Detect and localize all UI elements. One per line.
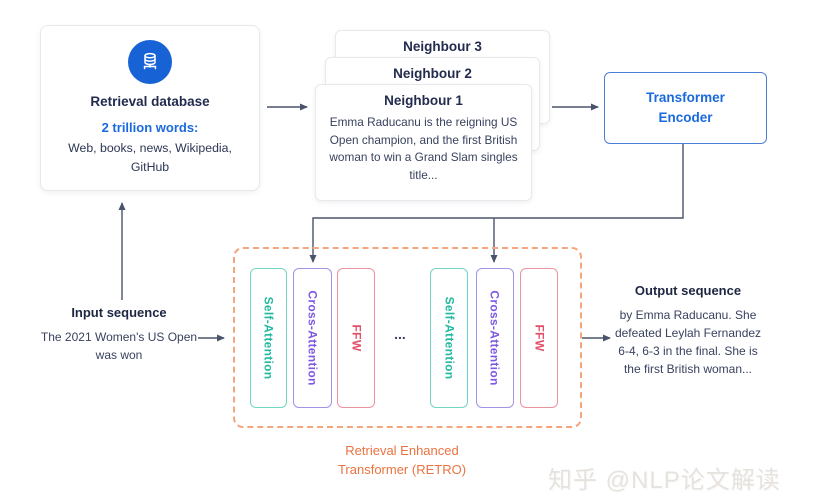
neighbour-1-text: Emma Raducanu is the reigning US Open ch… — [329, 115, 518, 183]
retro-caption: Retrieval Enhanced Transformer (RETRO) — [337, 443, 467, 477]
database-sources: Web, books, news, Wikipedia, GitHub — [68, 141, 232, 175]
output-sequence-title: Output sequence — [634, 283, 742, 298]
database-word-count: 2 trillion words: — [101, 120, 199, 135]
cross-attention-block-1: Cross-Attention — [293, 268, 332, 408]
retro-dashed-box — [233, 247, 582, 428]
input-sequence-title: Input sequence — [71, 305, 167, 320]
output-sequence-text: by Emma Raducanu. She defeated Leylah Fe… — [614, 308, 762, 376]
input-sequence-text: The 2021 Women's US Open was won — [40, 330, 198, 362]
cross-attention-label-2: Cross-Attention — [488, 290, 503, 386]
neighbour-2-title: Neighbour 2 — [393, 66, 472, 81]
transformer-encoder-box: Transformer Encoder — [604, 72, 767, 144]
retrieval-database-title: Retrieval database — [90, 94, 210, 109]
layers-ellipsis: ... — [394, 326, 406, 342]
self-attention-block-2: Self-Attention — [430, 268, 468, 408]
zhihu-watermark: 知乎 @NLP论文解读 — [548, 467, 781, 494]
neighbour-1-card: Neighbour 1 Emma Raducanu is the reignin… — [315, 84, 532, 201]
ffw-block-2: FFW — [520, 268, 558, 408]
neighbour-1-title: Neighbour 1 — [384, 93, 463, 108]
ffw-label-1: FFW — [348, 324, 363, 352]
self-attention-label-1: Self-Attention — [261, 296, 276, 380]
retrieval-database-card: Retrieval database 2 trillion words: Web… — [40, 25, 260, 191]
output-sequence: Output sequence by Emma Raducanu. She de… — [612, 283, 764, 378]
database-icon — [128, 40, 172, 84]
self-attention-label-2: Self-Attention — [442, 296, 457, 380]
cross-attention-label-1: Cross-Attention — [305, 290, 320, 386]
neighbour-3-title: Neighbour 3 — [403, 39, 482, 54]
input-sequence: Input sequence The 2021 Women's US Open … — [38, 305, 200, 364]
ffw-label-2: FFW — [531, 324, 546, 352]
transformer-encoder-label: Transformer Encoder — [646, 89, 725, 125]
self-attention-block-1: Self-Attention — [250, 268, 287, 408]
cross-attention-block-2: Cross-Attention — [476, 268, 514, 408]
ffw-block-1: FFW — [337, 268, 375, 408]
